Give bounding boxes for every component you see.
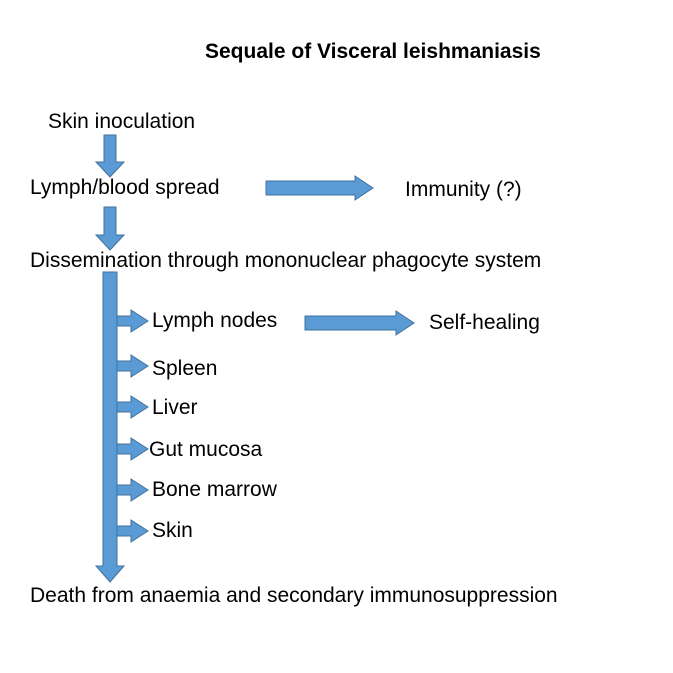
node-dissemination: Dissemination through mononuclear phagoc… [30,249,542,272]
node-death: Death from anaemia and secondary immunos… [30,584,558,607]
arrow-right-spread-to-immunity [265,175,374,201]
organ-bone-marrow: Bone marrow [152,478,277,501]
arrow-right-to-gut-mucosa [116,437,149,461]
organ-lymph-nodes: Lymph nodes [152,309,278,332]
arrow-right-lymph-nodes-to-self-healing [304,310,415,336]
organ-spleen: Spleen [152,357,218,380]
diagram-title: Sequale of Visceral leishmaniasis [205,40,541,63]
arrow-down-inoculation-to-spread [94,134,126,178]
node-immunity: Immunity (?) [405,178,522,201]
outcome-self-healing: Self-healing [429,311,540,334]
arrow-right-to-liver [116,395,149,419]
arrow-right-to-skin [116,519,149,543]
arrow-right-to-spleen [116,354,149,378]
node-lymph-blood-spread: Lymph/blood spread [30,176,220,199]
organ-gut-mucosa: Gut mucosa [149,438,263,461]
arrow-right-to-lymph-nodes [116,309,149,333]
organ-skin: Skin [152,519,193,542]
arrow-right-to-bone-marrow [116,478,149,502]
arrow-down-spread-to-dissemination [94,206,126,251]
node-skin-inoculation: Skin inoculation [48,110,196,133]
organ-liver: Liver [152,396,198,419]
